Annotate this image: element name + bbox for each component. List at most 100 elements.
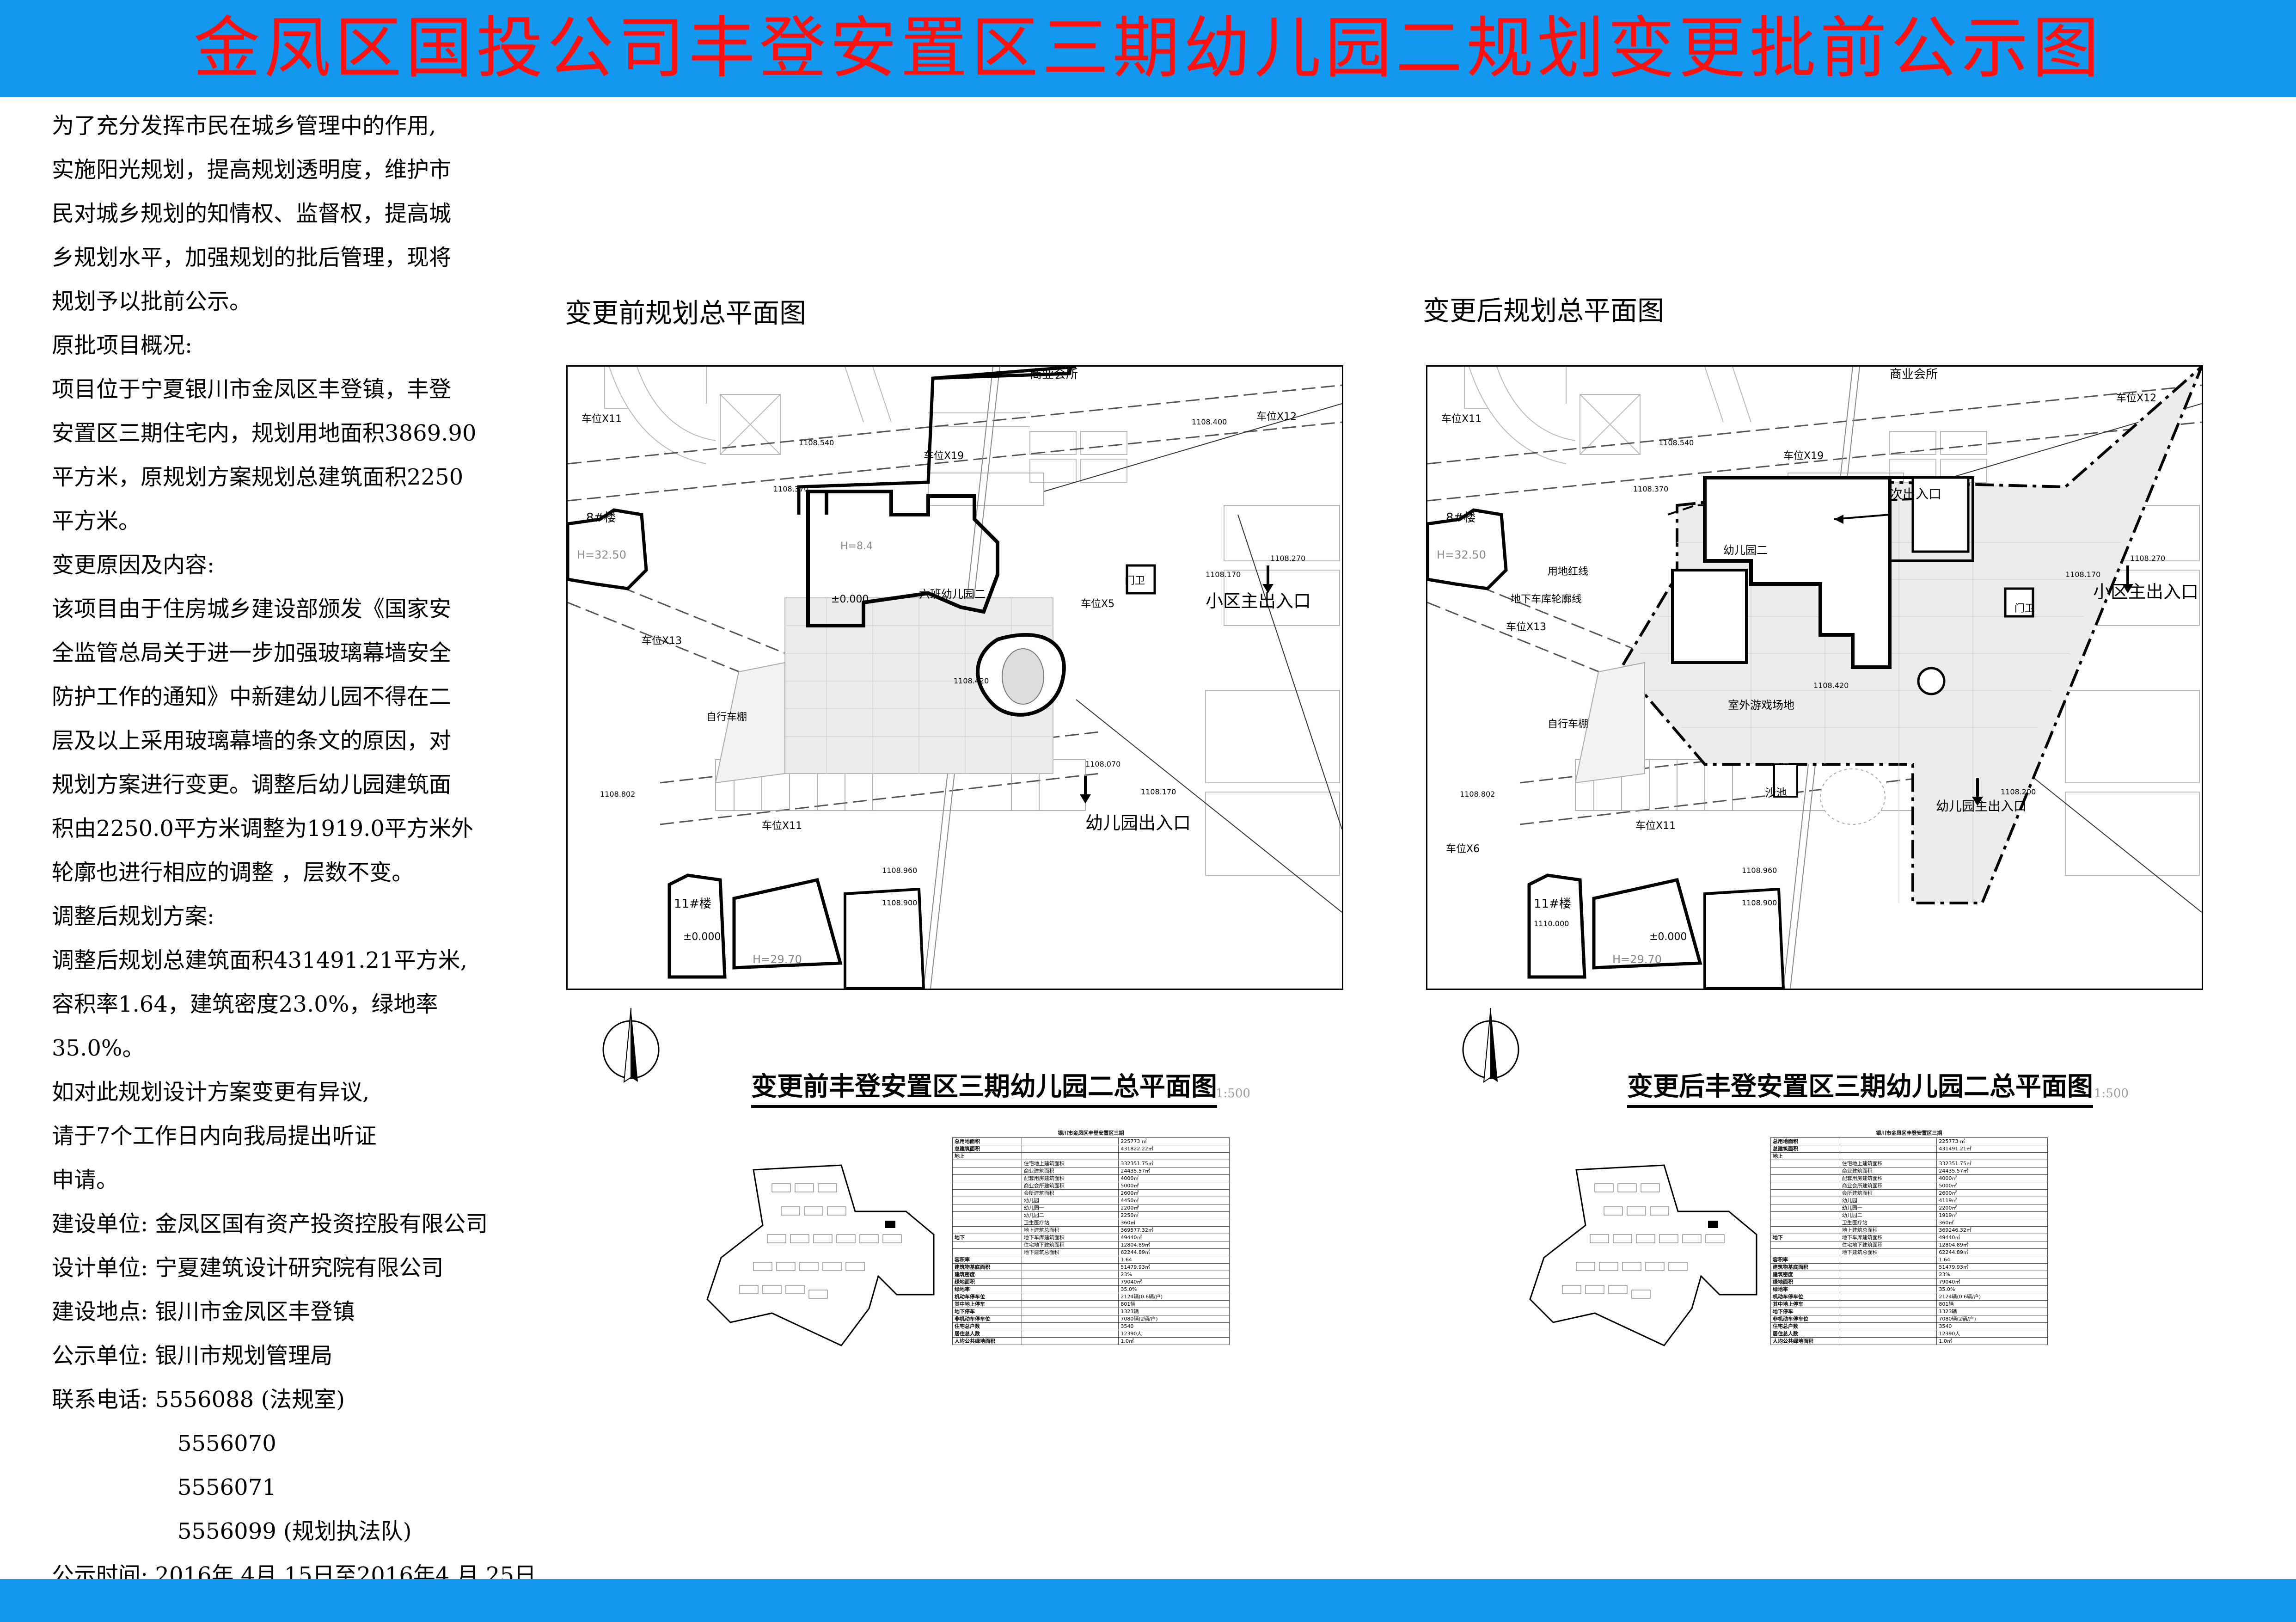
- table-cell: [952, 1241, 1022, 1248]
- table-row: 机动车停车位 2124辆(0.6辆/户): [952, 1293, 1229, 1300]
- table-cell: 2124辆(0.6辆/户): [1118, 1293, 1229, 1300]
- label-parking: 车位X12: [1256, 411, 1297, 423]
- table-cell: 卫生医疗站: [1839, 1219, 1937, 1226]
- notice-line: 调整后规划总建筑面积431491.21平方米,: [52, 947, 467, 973]
- label-main-entrance: 小区主出入口: [2093, 582, 2198, 602]
- table-cell: 地下停车: [952, 1308, 1022, 1315]
- table-cell: 其中地上停车: [952, 1301, 1022, 1308]
- table-cell: 360㎡: [1118, 1219, 1229, 1226]
- table-cell: [1839, 1308, 1937, 1315]
- table-cell: 住宅总户数: [1770, 1323, 1840, 1330]
- table-cell: 建筑物基底面积: [1770, 1264, 1840, 1271]
- table-cell: 住宅总户数: [952, 1323, 1022, 1330]
- table-cell: [1770, 1190, 1840, 1197]
- table-cell: 地下车库建筑面积: [1021, 1234, 1119, 1241]
- table-cell: 幼儿园: [1839, 1197, 1937, 1204]
- table-cell: 3540: [1936, 1323, 2047, 1330]
- table-cell: 幼儿园: [1021, 1197, 1119, 1204]
- label-main-entrance: 小区主出入口: [1206, 591, 1311, 611]
- north-arrow-icon: [1462, 1008, 1519, 1083]
- table-cell: 住宅地下建筑面积: [1839, 1241, 1937, 1248]
- table-cell: 7080辆(2辆/户): [1118, 1315, 1229, 1322]
- table-cell: 431822.22㎡: [1118, 1145, 1229, 1152]
- label-height: H=29.70: [753, 953, 802, 966]
- label-playground: 室外游戏场地: [1728, 699, 1794, 712]
- label-club: 商业会所: [1030, 368, 1078, 381]
- notice-line: 实施阳光规划，提高规划透明度，维护市: [52, 157, 452, 183]
- table-cell: 23%: [1118, 1271, 1229, 1278]
- north-arrow-icon: [602, 1008, 660, 1083]
- elevation-mark: 1108.200: [2001, 787, 2036, 796]
- table-cell: 机动车停车位: [952, 1293, 1022, 1300]
- table-cell: 12390人: [1118, 1330, 1229, 1337]
- after-site-outline: [1529, 1164, 1757, 1346]
- after-site-plan-drawing: 商业会所 车位X11 车位X19 车位X12 车位X13 车位X6 车位X11 …: [1427, 367, 2202, 989]
- label-height: H=8.4: [840, 541, 873, 552]
- table-cell: 幼儿园二: [1021, 1212, 1119, 1219]
- before-plan-caption: 变更前丰登安置区三期幼儿园二总平面图: [751, 1066, 1217, 1108]
- table-cell: 35.0%: [1936, 1286, 2047, 1293]
- table-cell: 369246.32㎡: [1936, 1227, 2047, 1234]
- table-cell: 2250㎡: [1118, 1212, 1229, 1219]
- table-cell: [1021, 1315, 1119, 1322]
- table-cell: 绿地率: [1770, 1286, 1840, 1293]
- label-parking: 车位X5: [1081, 598, 1114, 610]
- table-cell: 4000㎡: [1118, 1175, 1229, 1182]
- table-cell: [1021, 1301, 1119, 1308]
- elevation-mark: 1108.170: [2065, 570, 2100, 579]
- table-cell: [1839, 1278, 1937, 1285]
- table-cell: [1839, 1264, 1937, 1271]
- table-cell: 容积率: [952, 1256, 1022, 1263]
- build-location: 建设地点: 银川市金凤区丰登镇: [52, 1299, 355, 1325]
- notice-line: 乡规划水平，加强规划的批后管理，现将: [52, 245, 452, 270]
- table-cell: 12804.89㎡: [1118, 1241, 1229, 1248]
- label-height: H=32.50: [1437, 548, 1486, 561]
- table-cell: 49440㎡: [1936, 1234, 2047, 1241]
- after-plan-caption: 变更后丰登安置区三期幼儿园二总平面图: [1627, 1066, 2093, 1108]
- table-cell: [952, 1197, 1022, 1204]
- table-cell: [1021, 1308, 1119, 1315]
- before-plan-title: 变更前规划总平面图: [565, 297, 807, 329]
- table-cell: 绿地面积: [1770, 1278, 1840, 1285]
- notice-line: 防护工作的通知》中新建幼儿园不得在二: [52, 684, 452, 710]
- table-cell: [1839, 1301, 1937, 1308]
- label-parking: 车位X11: [582, 413, 622, 425]
- label-guard: 门卫: [2014, 603, 2035, 614]
- table-cell: 地上: [1770, 1153, 1840, 1160]
- label-club: 商业会所: [1890, 368, 1938, 381]
- table-title: 银川市金凤区丰登安置区三期: [1058, 1130, 1124, 1136]
- table-cell: [1839, 1315, 1937, 1322]
- notice-line: 请于7个工作日内向我局提出听证: [52, 1123, 377, 1149]
- table-title: 银川市金凤区丰登安置区三期: [1876, 1130, 1942, 1136]
- notice-line: 如对此规划设计方案变更有异议,: [52, 1079, 370, 1105]
- label-parking: 车位X19: [1783, 450, 1824, 462]
- table-cell: 12804.89㎡: [1936, 1241, 2047, 1248]
- table-cell: 2600㎡: [1936, 1190, 2047, 1197]
- label-kindergarten: 六班幼儿园二: [919, 588, 986, 601]
- label-zero: ±0.000: [1649, 931, 1687, 943]
- table-cell: 居住总人数: [952, 1330, 1022, 1337]
- elevation-mark: 1108.170: [1206, 570, 1241, 579]
- notice-line: 容积率1.64，建筑密度23.0%，绿地率: [52, 991, 438, 1017]
- table-cell: 幼儿园一: [1021, 1204, 1119, 1211]
- table-cell: 幼儿园二: [1839, 1212, 1937, 1219]
- table-cell: [952, 1219, 1022, 1226]
- table-cell: 总建筑面积: [1770, 1145, 1840, 1152]
- table-cell: 23%: [1936, 1271, 2047, 1278]
- table-cell: 地下: [952, 1234, 1022, 1241]
- table-cell: 2200㎡: [1936, 1204, 2047, 1211]
